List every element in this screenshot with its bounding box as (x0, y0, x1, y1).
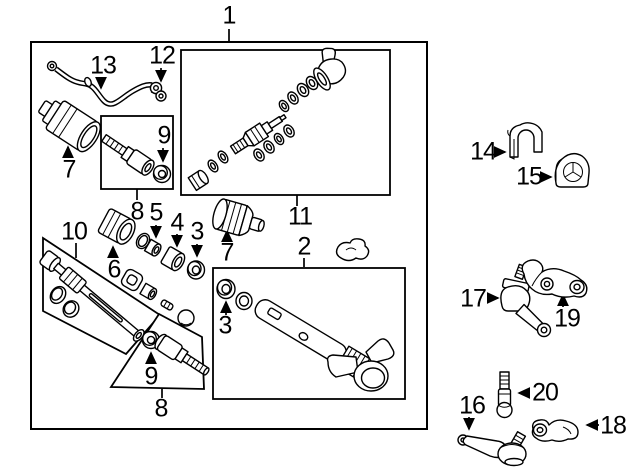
part-3-oring-upper-drawing (186, 260, 206, 280)
part-label-13[interactable]: 13 (90, 51, 117, 80)
part-4-bushing-drawing (160, 246, 186, 272)
part-label-4[interactable]: 4 (170, 208, 185, 237)
part-9-claw-washer-upper-drawing (152, 164, 172, 184)
part-label-18[interactable]: 18 (600, 411, 627, 440)
part-small-bushing-drawing (139, 282, 158, 301)
mounting-clamp-drawing (335, 238, 370, 262)
part-2-rack-housing-drawing (216, 278, 395, 392)
part-label-7-left[interactable]: 7 (62, 155, 77, 184)
part-7-boot-left-drawing (38, 100, 101, 153)
part-label-3-upper[interactable]: 3 (190, 217, 205, 246)
part-10-rack-shaft-drawing (39, 250, 145, 342)
part-square-ring-drawing (120, 268, 144, 292)
part-15-housing-grommet-drawing (554, 152, 590, 188)
part-ball-drawing (177, 309, 195, 327)
part-inner-tie-rod-upper-drawing (101, 133, 155, 176)
part-19-knuckle-arm-drawing (521, 259, 588, 298)
part-inner-tie-rod-lower-drawing (154, 333, 210, 376)
part-label-7-right[interactable]: 7 (220, 238, 235, 267)
part-20-stud-drawing (496, 371, 513, 419)
part-13-pressure-tube-drawing (46, 60, 153, 107)
group-box-8-lower (109, 312, 205, 390)
part-label-9-upper[interactable]: 9 (157, 121, 172, 150)
part-label-6[interactable]: 6 (107, 255, 122, 284)
part-7-boot-right-drawing (212, 198, 265, 237)
part-6-bushing-drawing (97, 208, 136, 245)
part-label-3-lower[interactable]: 3 (218, 311, 233, 340)
part-label-12[interactable]: 12 (149, 41, 176, 70)
part-pin-drawing (160, 299, 174, 311)
part-label-15[interactable]: 15 (516, 162, 543, 191)
part-label-2[interactable]: 2 (297, 232, 312, 261)
part-label-5[interactable]: 5 (149, 198, 164, 227)
part-label-11[interactable]: 11 (288, 202, 313, 231)
leader-lines (62, 29, 599, 431)
part-label-19[interactable]: 19 (554, 304, 581, 333)
part-11-valve-assembly-drawing (187, 47, 347, 192)
part-label-8-upper[interactable]: 8 (130, 197, 145, 226)
part-5-bushing-drawing (143, 238, 162, 257)
part-16-tie-rod-end-left-drawing (457, 431, 527, 467)
part-12-tube-fitting-drawing (149, 81, 167, 102)
part-label-20[interactable]: 20 (532, 378, 559, 407)
part-label-9-lower[interactable]: 9 (144, 362, 159, 391)
part-label-1[interactable]: 1 (222, 1, 237, 30)
part-18-pitman-arm-drawing (531, 419, 579, 442)
group-box-11 (180, 49, 391, 196)
part-label-8-lower[interactable]: 8 (154, 394, 169, 423)
part-label-14[interactable]: 14 (470, 137, 497, 166)
part-label-10[interactable]: 10 (61, 217, 88, 246)
part-label-17[interactable]: 17 (460, 284, 487, 313)
part-label-16[interactable]: 16 (459, 391, 486, 420)
part-14-housing-clamp-drawing (507, 122, 543, 160)
